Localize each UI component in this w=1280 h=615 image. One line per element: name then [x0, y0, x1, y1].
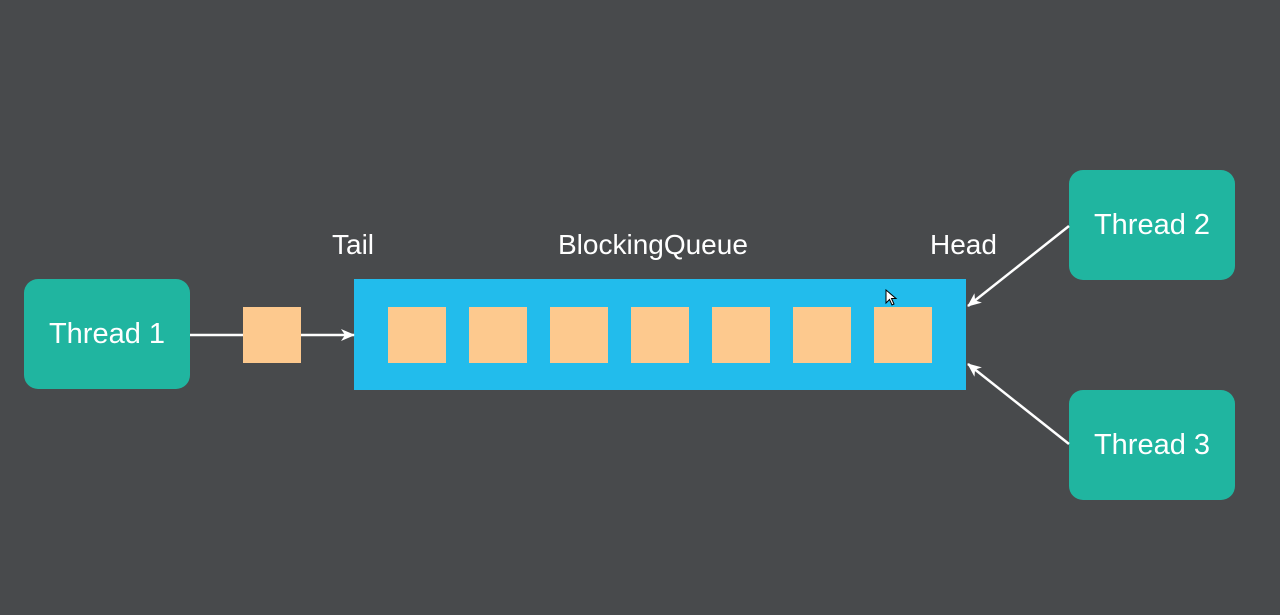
queue-element: [469, 307, 527, 363]
queue-element: [793, 307, 851, 363]
thread-1-box: Thread 1: [24, 279, 190, 389]
thread-2-box: Thread 2: [1069, 170, 1235, 280]
queue-element: [712, 307, 770, 363]
queue-element: [550, 307, 608, 363]
arrow-thread2-to-head: [967, 225, 1070, 307]
incoming-element: [243, 307, 301, 363]
tail-label: Tail: [332, 229, 375, 260]
blocking-queue-label: BlockingQueue: [558, 229, 748, 260]
queue-element: [388, 307, 446, 363]
queue-element: [631, 307, 689, 363]
queue-element: [874, 307, 932, 363]
blocking-queue: [354, 279, 966, 390]
thread-3-box: Thread 3: [1069, 390, 1235, 500]
mouse-cursor-icon: [885, 289, 898, 306]
head-label: Head: [930, 229, 997, 260]
arrow-thread3-to-head: [967, 363, 1070, 445]
